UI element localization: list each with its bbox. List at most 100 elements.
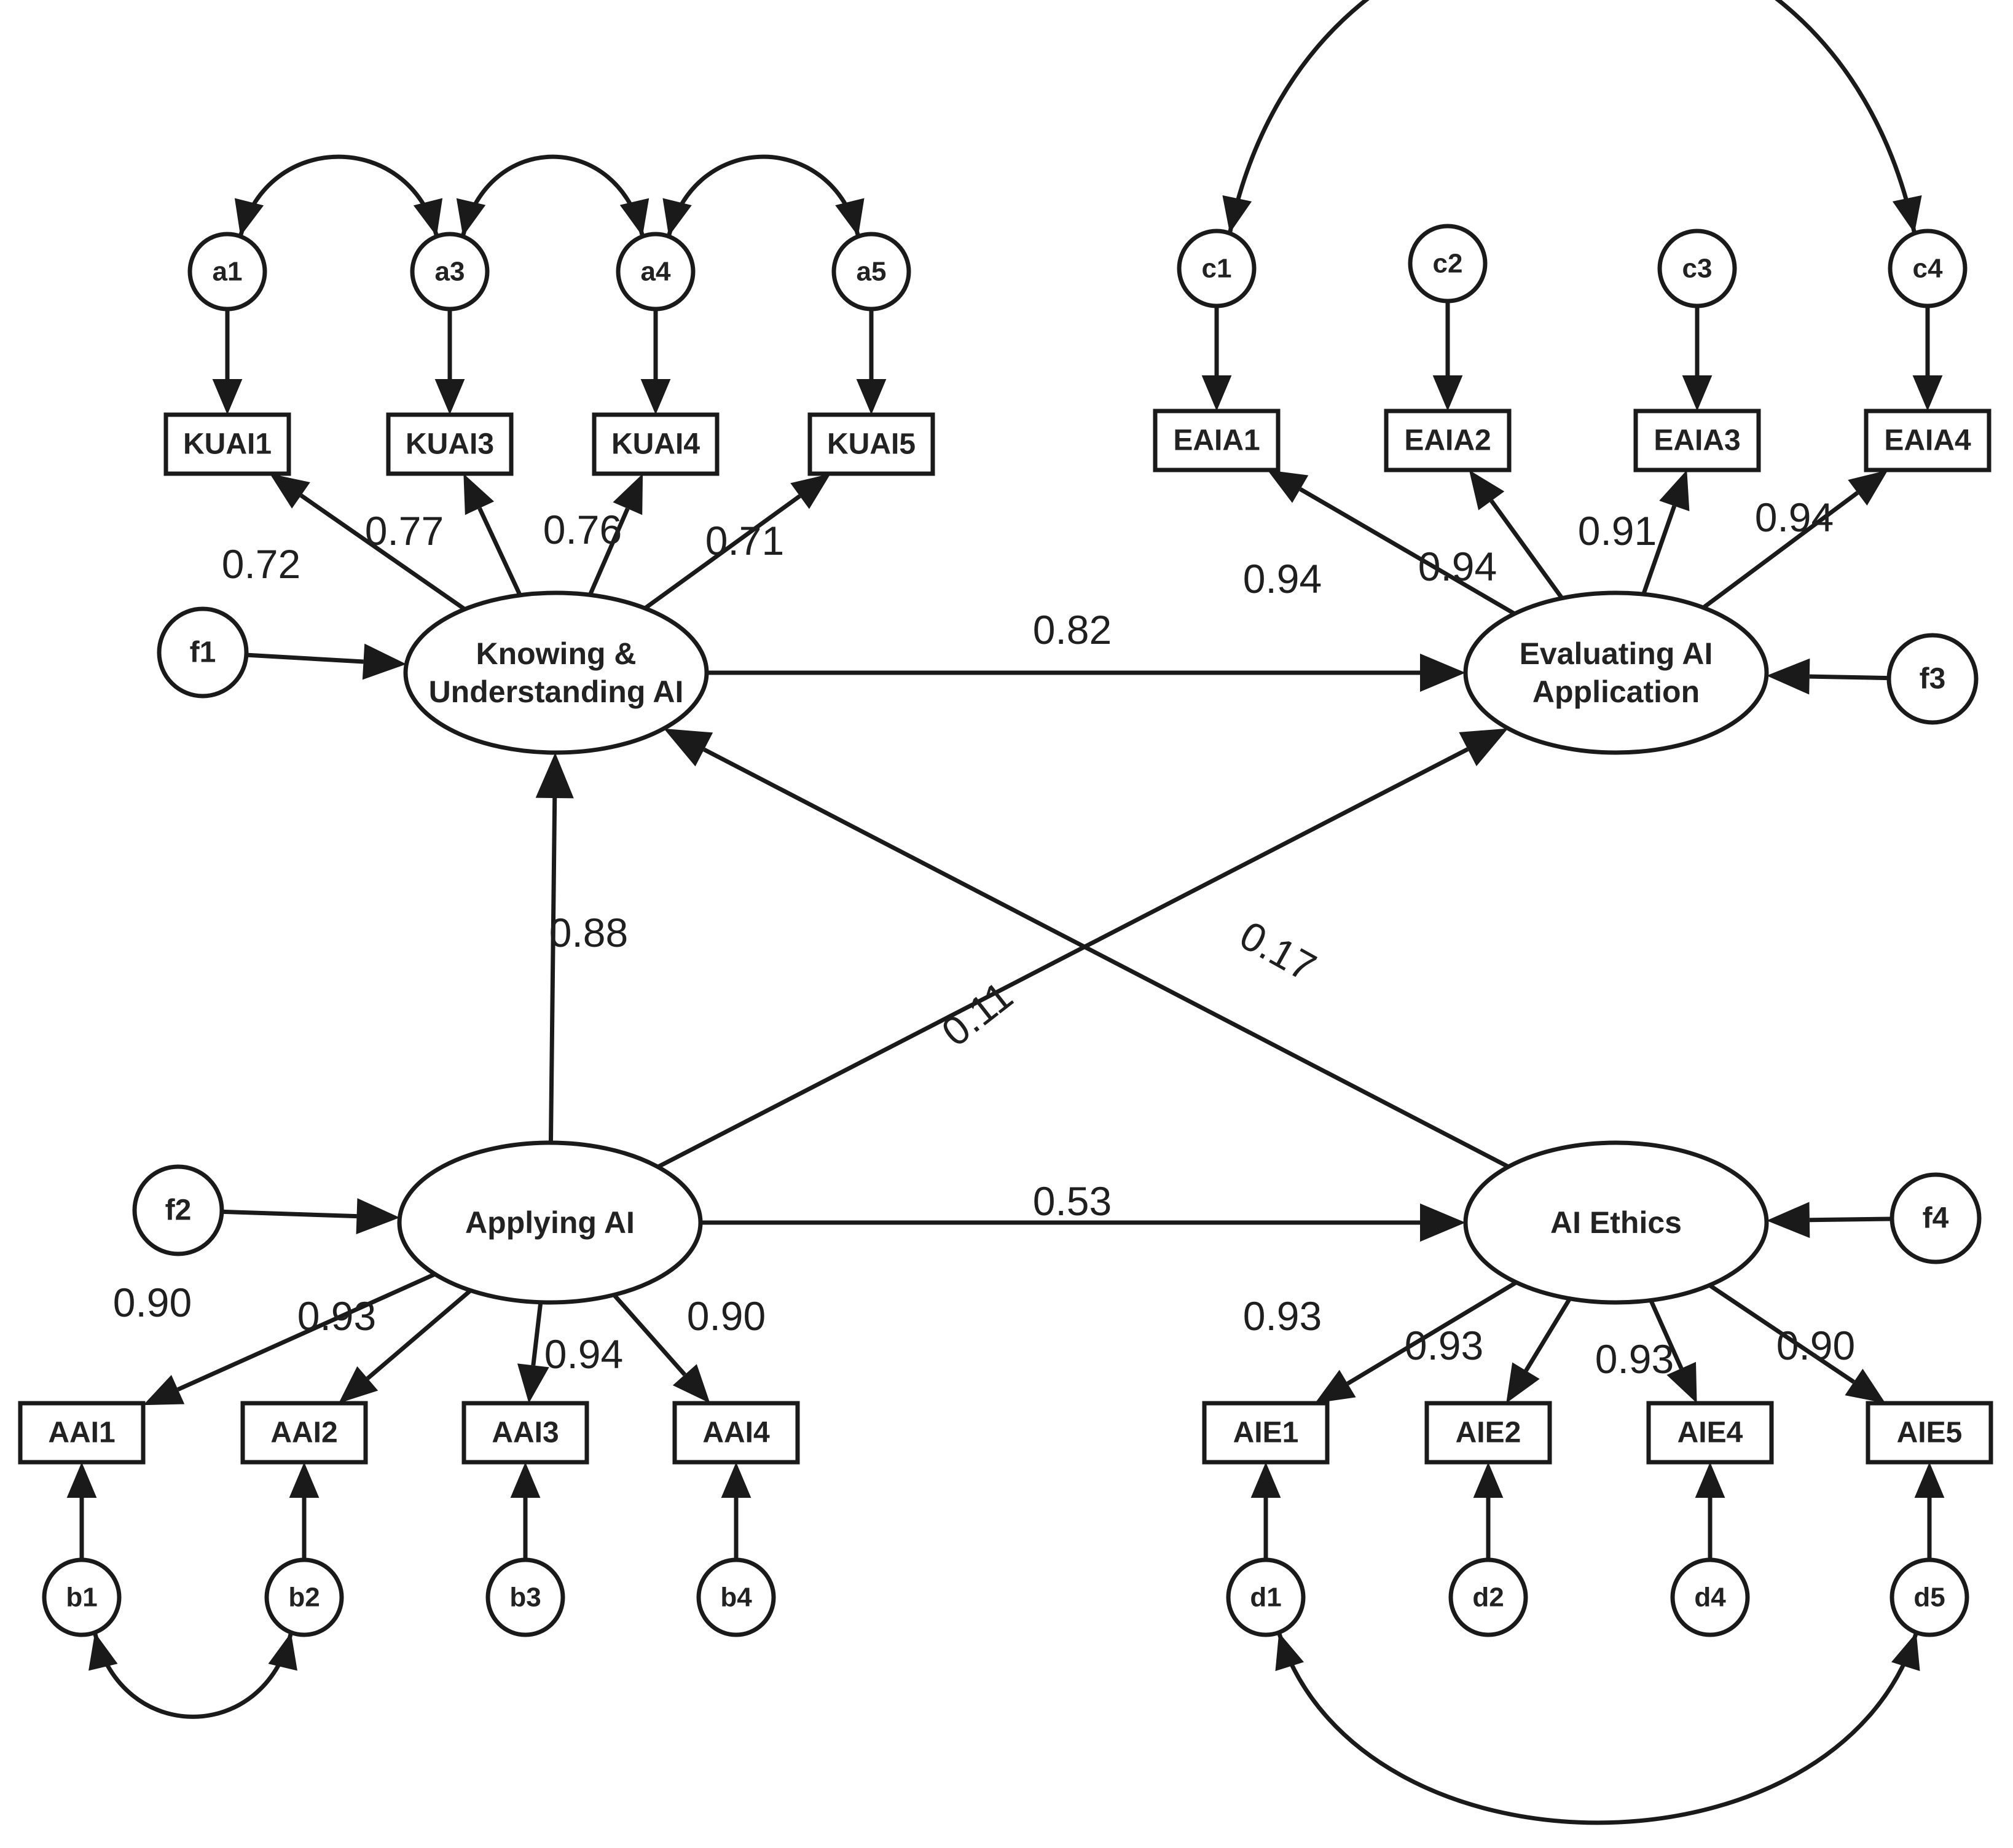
disturbance-arrow-f2 [215, 1209, 357, 1219]
path-arrow-aai-aie-head [1420, 1203, 1466, 1242]
error-label: c3 [1682, 254, 1713, 284]
latent-label: AI Ethics [1550, 1205, 1682, 1240]
indicator-box [1424, 1401, 1552, 1465]
disturbance-label: f4 [1923, 1202, 1949, 1235]
error-arrow-a4-kuai4-head [640, 379, 671, 415]
indicator-label: KUAI3 [406, 428, 494, 461]
loading-arrow-aie-aie2-head [1506, 1362, 1540, 1403]
error-label: a5 [857, 257, 887, 287]
indicator-label: AAI4 [702, 1417, 770, 1449]
path-coefficient-aai-kuai: 0.88 [549, 910, 628, 955]
error-d5: d5 [1889, 1557, 1969, 1637]
error-circle [1670, 1557, 1750, 1637]
error-d4: d4 [1670, 1557, 1750, 1637]
error-circle [1889, 1557, 1969, 1637]
loading-coefficient-kuai4: 0.76 [543, 507, 622, 552]
loading-arrow-aai-aai4-head [672, 1364, 710, 1403]
indicator-eaia3: EAIA3 [1633, 409, 1761, 472]
error-circle [42, 1557, 122, 1637]
indicator-aai3: AAI3 [461, 1401, 589, 1465]
error-circle [187, 232, 267, 311]
error-b2: b2 [264, 1557, 344, 1637]
disturbance-arrow-f4 [1809, 1216, 1899, 1223]
latent-ellipse [1463, 1140, 1769, 1305]
disturbance-label: f2 [165, 1194, 192, 1227]
covariance-b1-b2-head-b [268, 1632, 297, 1671]
indicator-label: AAI2 [270, 1417, 337, 1449]
error-circle [264, 1557, 344, 1637]
loading-coefficient-eaia2: 0.94 [1418, 544, 1497, 589]
indicator-label: AIE1 [1233, 1417, 1299, 1449]
error-b4: b4 [696, 1557, 776, 1637]
loading-arrow-aie-aie5 [1708, 1283, 1855, 1384]
error-circle [1888, 229, 1968, 308]
loading-arrow-aie-aie4-head [1666, 1361, 1697, 1403]
covariance-c1-c4 [1227, 0, 1917, 234]
error-arrow-d2-aie2-head [1473, 1462, 1504, 1498]
latent-ellipse [1463, 590, 1769, 755]
indicator-box [672, 1401, 800, 1465]
error-label: d4 [1694, 1583, 1726, 1613]
error-circle [616, 232, 696, 311]
indicator-box [18, 1401, 146, 1465]
loading-arrow-aie-aie1 [1346, 1280, 1518, 1386]
error-c2: c2 [1408, 224, 1488, 303]
covariance-a4-a5 [666, 154, 861, 237]
covariance-b1-b2-head-a [88, 1632, 118, 1671]
loading-coefficient-eaia1: 0.94 [1243, 556, 1322, 601]
indicator-aai2: AAI2 [240, 1401, 368, 1465]
covariance-a4-a5-head-b [835, 198, 865, 237]
indicator-label: AIE2 [1456, 1417, 1521, 1449]
latent-ellipse [397, 1140, 703, 1305]
loading-coefficient-eaia3: 0.91 [1578, 508, 1657, 554]
error-label: a3 [435, 257, 465, 287]
error-label: d5 [1913, 1583, 1945, 1613]
loading-arrow-eaia-eaia1 [1299, 487, 1516, 616]
error-arrow-a5-kuai5-head [856, 379, 887, 415]
error-b3: b3 [485, 1557, 565, 1637]
error-circle [1448, 1557, 1528, 1637]
path-coefficient-aai-aie: 0.53 [1033, 1178, 1112, 1224]
indicator-label: KUAI4 [611, 428, 700, 461]
loading-coefficient-aie5: 0.90 [1776, 1323, 1855, 1368]
error-circle [696, 1557, 776, 1637]
error-label: c2 [1433, 249, 1463, 279]
indicator-kuai1: KUAI1 [163, 412, 291, 476]
covariance-d1-d5 [1277, 1632, 1918, 1825]
error-d1: d1 [1226, 1557, 1306, 1637]
loading-arrow-kuai-kuai3 [477, 507, 522, 597]
loading-arrow-aai-aai1-head [143, 1374, 185, 1406]
disturbance-arrow-f3 [1809, 674, 1896, 681]
latent-ellipse [403, 590, 709, 755]
loading-arrow-kuai-kuai1 [299, 493, 466, 611]
disturbance-circle [1889, 1172, 1982, 1264]
path-arrow-aai-kuai [548, 797, 557, 1143]
indicator-label: EAIA1 [1173, 425, 1260, 457]
error-label: d1 [1250, 1583, 1281, 1613]
covariance-a3-a4-head-a [456, 198, 486, 237]
error-label: a4 [641, 257, 671, 287]
indicator-box [1384, 409, 1512, 472]
indicator-label: EAIA4 [1884, 425, 1971, 457]
loading-arrow-aai-aai1 [177, 1272, 436, 1392]
error-d2: d2 [1448, 1557, 1528, 1637]
indicator-label: AAI3 [492, 1417, 559, 1449]
path-coefficient-kuai-eaia: 0.82 [1033, 607, 1112, 652]
indicator-kuai4: KUAI4 [592, 412, 720, 476]
disturbance-arrow-f1 [240, 652, 364, 664]
error-label: a1 [213, 257, 243, 287]
indicator-box [1864, 409, 1991, 472]
loading-arrow-aie-aie1-head [1315, 1369, 1356, 1403]
disturbance-f1: f1 [157, 606, 249, 699]
error-b1: b1 [42, 1557, 122, 1637]
loading-arrow-eaia-eaia3-head [1659, 470, 1690, 512]
path-arrow-aie-kuai-head [664, 728, 713, 767]
indicator-label: AAI1 [48, 1417, 115, 1449]
indicator-aai1: AAI1 [18, 1401, 146, 1465]
loading-coefficient-kuai5: 0.71 [705, 518, 784, 563]
indicator-box [807, 412, 935, 476]
loading-arrow-kuai-kuai4 [587, 507, 630, 596]
error-arrow-c1-eaia1-head [1201, 375, 1232, 411]
error-arrow-b4-aai4-head [721, 1462, 751, 1498]
